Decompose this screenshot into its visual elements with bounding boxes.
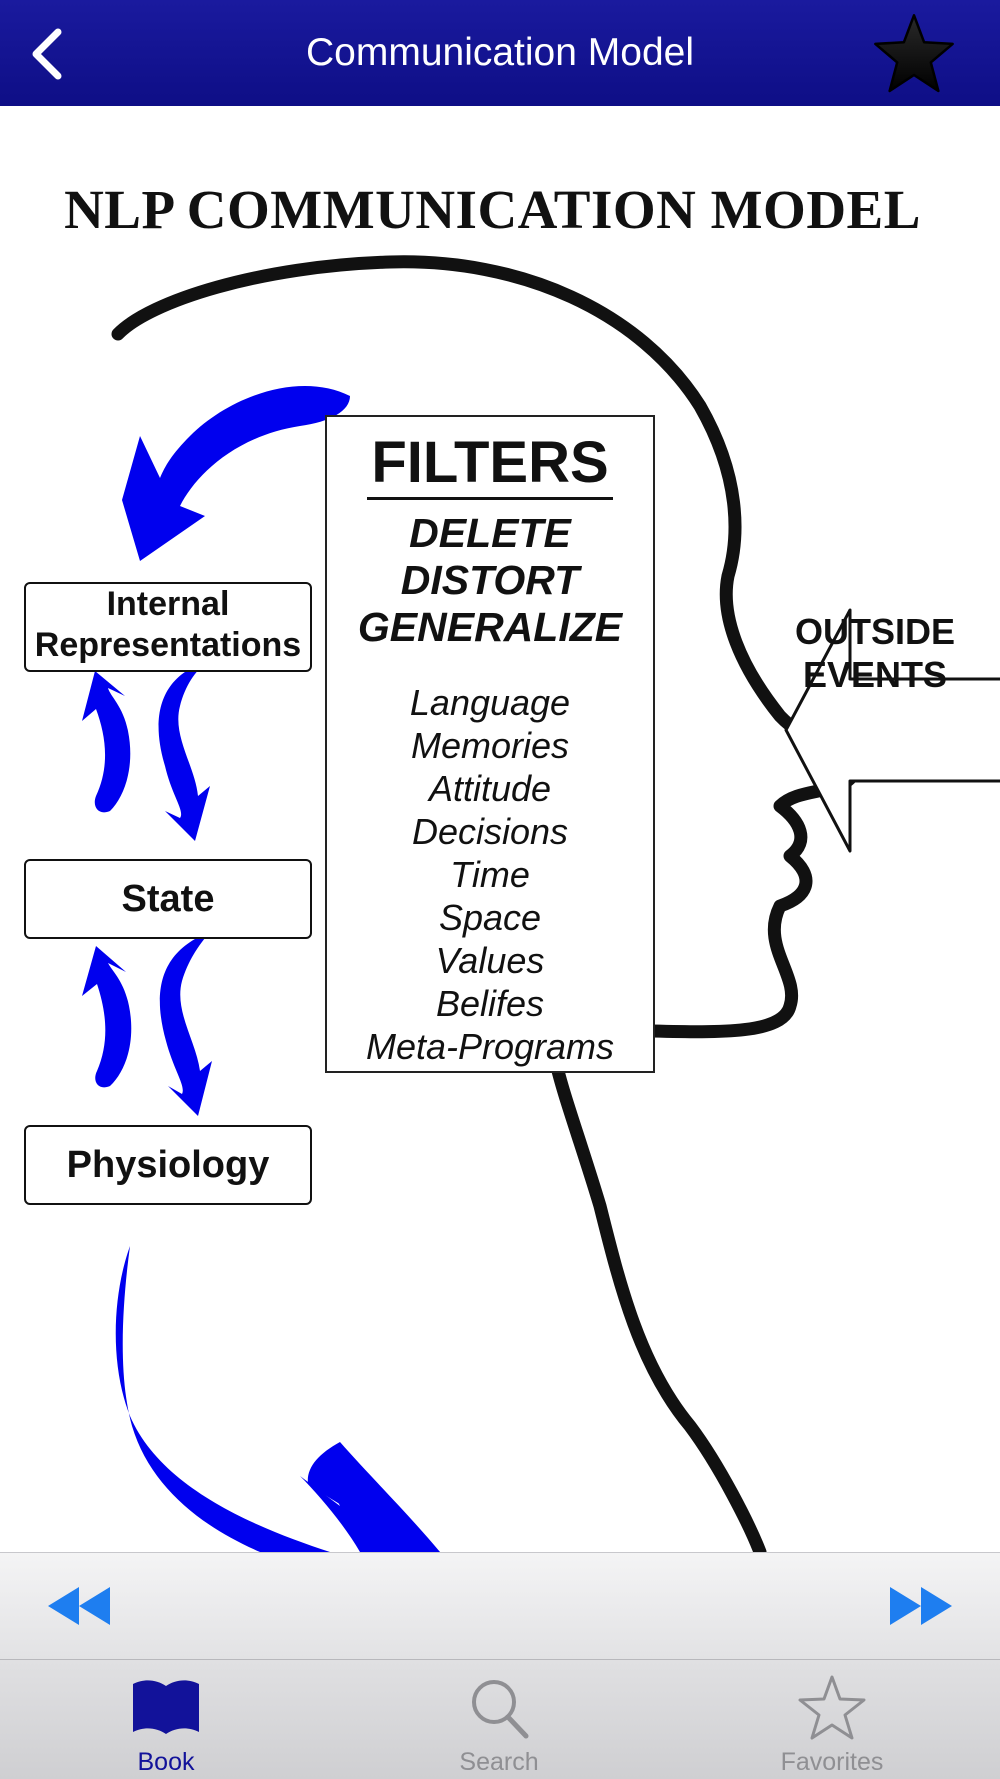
search-icon [472,1680,529,1739]
filters-item: Space [438,897,542,938]
internal-representations-box: Internal Representations [24,582,312,672]
filters-operations: DELETE DISTORT GENERALIZE [327,510,653,651]
filters-list: Language Memories Attitude Decisions Tim… [327,681,653,1068]
tab-book[interactable]: Book [56,1660,276,1779]
outside-events-label: OUTSIDE EVENTS [790,610,960,696]
diagram-graphics [82,255,1000,1552]
filters-operation: GENERALIZE [357,604,623,650]
state-box: State [24,859,312,939]
filters-box: FILTERS DELETE DISTORT GENERALIZE Langua… [325,415,655,1073]
tab-label: Favorites [780,1748,884,1776]
rewind-icon[interactable] [44,1583,114,1629]
tab-label: Search [459,1748,539,1776]
tab-bar: Book Search Favorites [0,1659,1000,1779]
filters-item: Memories [410,725,570,766]
filters-item: Attitude [428,768,552,809]
diagram-title: NLP COMMUNICATION MODEL [64,179,921,240]
filters-operation: DISTORT [400,557,580,603]
outside-events-line1: OUTSIDE [794,611,955,652]
diagram-content: NLP COMMUNICATION MODEL FILTERS DELETE D… [0,106,1000,1552]
filters-item: Language [409,682,571,723]
fast-forward-icon[interactable] [886,1583,956,1629]
page-toolbar [0,1552,1000,1660]
outside-events-arrow [784,608,1000,853]
internal-label-line2: Representations [34,626,302,664]
outside-events-line2: EVENTS [802,654,948,695]
tab-favorites[interactable]: Favorites [722,1660,942,1779]
flow-arrows [82,385,440,1552]
physiology-box: Physiology [24,1125,312,1205]
tab-label: Book [137,1748,195,1776]
head-outline [111,255,862,1552]
favorite-star-icon[interactable] [872,12,956,96]
page-title: Communication Model [305,31,694,74]
tab-search[interactable]: Search [389,1660,609,1779]
navigation-bar: Communication Model [0,0,1000,106]
internal-label-line1: Internal [106,585,230,623]
filters-item: Belifes [435,983,545,1024]
filters-item: Time [450,854,530,895]
back-chevron-icon[interactable] [22,24,82,84]
filters-item: Decisions [411,811,569,852]
filters-item: Values [435,940,545,981]
filters-operation: DELETE [409,510,571,556]
star-outline-icon [798,1675,866,1740]
filters-heading: FILTERS [367,431,613,500]
book-icon [133,1680,199,1734]
filters-item: Meta-Programs [365,1026,615,1067]
